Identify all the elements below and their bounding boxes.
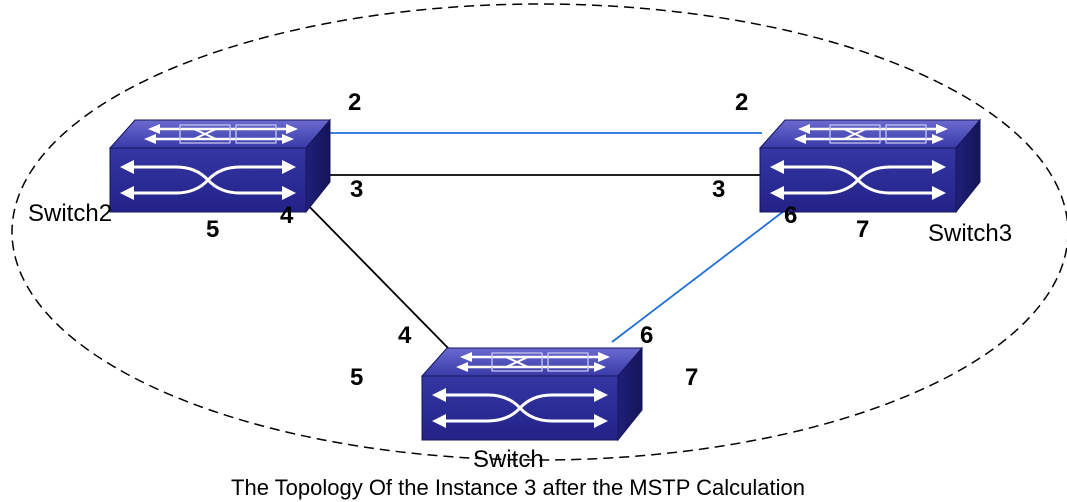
link-switch2-switch-port4 [294, 191, 451, 351]
switch-label: Switch [473, 446, 544, 473]
port-label: 2 [348, 89, 361, 116]
port-label: 7 [685, 364, 698, 391]
switch3-label: Switch3 [928, 220, 1012, 247]
port-label: 6 [640, 322, 653, 349]
port-label: 3 [712, 176, 725, 203]
port-label: 7 [856, 216, 869, 243]
port-label: 3 [350, 176, 363, 203]
port-label: 4 [280, 202, 294, 229]
network-switch-icon [758, 118, 982, 214]
port-label: 6 [784, 202, 797, 229]
diagram-caption: The Topology Of the Instance 3 after the… [231, 475, 805, 500]
port-label: 5 [350, 364, 363, 391]
mst-region-boundary [11, 3, 1067, 461]
port-label: 5 [206, 216, 219, 243]
switch3-device [758, 118, 982, 214]
link-switch3-switch-port6 [611, 194, 806, 343]
switch2-device [108, 118, 332, 214]
network-switch-icon [108, 118, 332, 214]
switch-device [420, 346, 644, 442]
port-label: 4 [398, 322, 412, 349]
network-switch-icon [420, 346, 644, 442]
port-label: 2 [735, 89, 748, 116]
switch2-label: Switch2 [28, 200, 112, 227]
